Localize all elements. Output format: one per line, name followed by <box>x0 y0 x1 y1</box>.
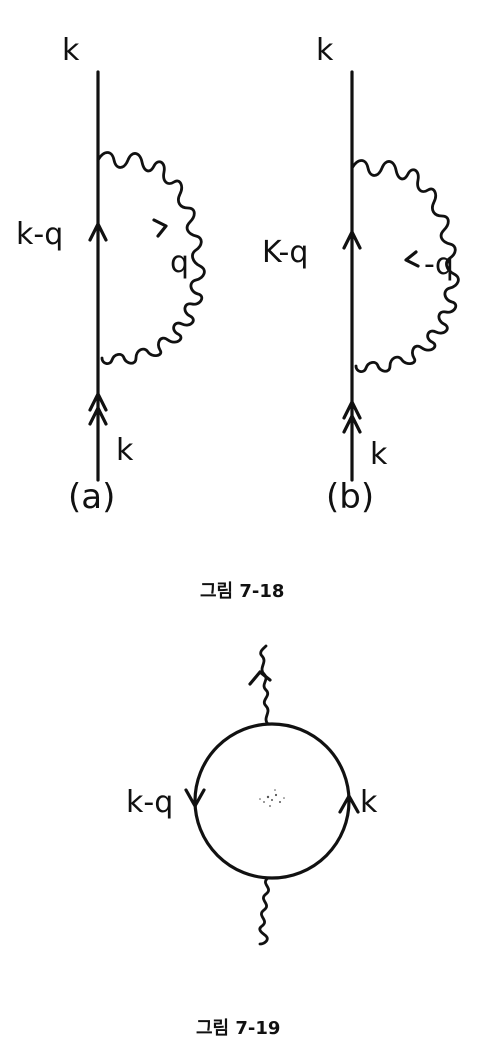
bubble-label-left: k-q <box>126 785 173 820</box>
bubble-bottom-photon <box>258 876 270 946</box>
bubble-top-vertex-arrow <box>248 670 272 686</box>
diagram-a-label-photon: q <box>170 245 189 280</box>
diagram-a: k k-q q k (a) <box>16 33 206 517</box>
diagram-b-photon-loop <box>350 159 460 373</box>
bubble-center-speckle <box>259 789 285 807</box>
diagram-bubble: k-q k <box>126 644 378 946</box>
diagram-a-sublabel: (a) <box>68 477 115 517</box>
bubble-fermion-loop <box>193 722 351 880</box>
diagram-b-label-bottom: k <box>370 437 388 472</box>
diagram-a-photon-arrow <box>152 218 168 238</box>
diagram-b-label-left: K-q <box>262 235 308 270</box>
diagram-a-lower-arrow <box>88 392 108 426</box>
bubble-left-arrow <box>184 788 206 808</box>
figure-7-19-caption: 그림 7-19 <box>196 1018 280 1039</box>
diagram-b-label-top: k <box>316 33 334 68</box>
diagram-a-label-top: k <box>62 33 80 68</box>
bubble-label-right: k <box>360 785 378 820</box>
diagram-a-upper-arrow <box>88 222 108 242</box>
diagram-b-label-photon: -q <box>424 247 454 282</box>
figure-7-18-caption: 그림 7-18 <box>200 581 284 602</box>
diagram-b-upper-arrow <box>342 230 362 250</box>
diagram-b-lower-arrow <box>342 400 362 434</box>
diagram-b: k K-q -q k (b) <box>262 33 460 517</box>
bubble-right-arrow <box>338 794 360 814</box>
diagram-a-label-left: k-q <box>16 217 63 252</box>
diagram-a-label-bottom: k <box>116 433 134 468</box>
diagram-a-photon-loop <box>96 151 206 365</box>
diagram-b-sublabel: (b) <box>326 477 374 517</box>
diagram-b-photon-arrow <box>404 250 420 268</box>
bubble-top-photon <box>259 644 270 726</box>
